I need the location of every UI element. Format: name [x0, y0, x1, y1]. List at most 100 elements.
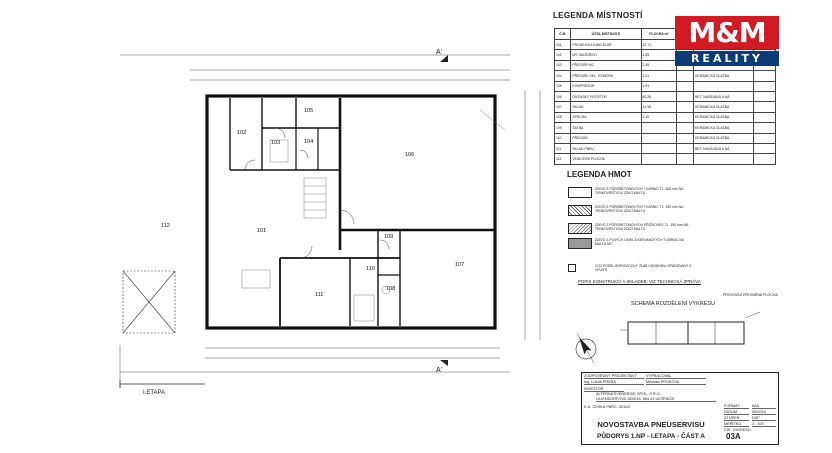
table-cell: WC MUŽI/ŽENY	[570, 49, 642, 61]
tb-meritko: 1 : 100	[752, 422, 776, 427]
table-cell	[676, 142, 695, 155]
table-cell: KERAMICKÁ DLAŽBA	[693, 101, 755, 113]
room-102: 102	[237, 130, 246, 136]
table-cell	[753, 70, 776, 82]
material-swatch	[568, 187, 592, 198]
table-cell	[693, 153, 755, 165]
legend-hmot-title: LEGENDA HMOT	[567, 170, 632, 179]
table-cell: 110	[553, 132, 572, 144]
table-cell: 80,28	[640, 90, 678, 103]
title-block: ZODPOVĚDNÝ PROJEKTANT VYPRACOVAL Ing. Lu…	[581, 372, 779, 445]
table-cell: SPRCHA	[570, 111, 642, 124]
table-cell: 2,40	[640, 111, 678, 124]
construction-note: POPIS KONSTRUKCÍ A SKLADEB: VIZ TECHNICK…	[578, 279, 701, 284]
room-111: 111	[315, 292, 323, 298]
table-cell	[640, 132, 678, 144]
table-cell	[693, 80, 755, 92]
table-cell: KERAMICKÁ DLAŽBA	[693, 132, 755, 144]
table-cell	[753, 153, 776, 165]
table-cell: SKLAD	[570, 101, 642, 113]
table-cell: PRODEJNÍ A KANCELÁŘ	[570, 38, 642, 51]
tb-datum: 05/2019	[752, 410, 776, 415]
material-swatch	[568, 223, 592, 234]
room-labels: 102 103 104 105 106 101 109 107 110 111 …	[161, 108, 464, 298]
table-cell	[676, 153, 695, 165]
table-cell: 107	[553, 101, 572, 113]
table-cell: 111	[553, 142, 572, 155]
room-104: 104	[304, 139, 313, 145]
table-cell: 106	[553, 90, 572, 103]
section-marker-bottom	[440, 360, 448, 366]
section-marker-top	[440, 55, 448, 62]
table-cell: 101	[553, 38, 572, 51]
table-header: PLOCHA m²	[640, 28, 678, 40]
legend-hmot-text: ZDIVO Z PÓROBETONOVÝCH TVÁRNIC TL. 150 m…	[595, 205, 684, 213]
room-103: 103	[271, 140, 280, 146]
table-cell	[640, 142, 678, 155]
table-cell: 105	[553, 80, 572, 92]
room-101: 101	[257, 228, 266, 234]
tb-ku: K.Ú. ČESKÁ PARC. 2210/2	[584, 405, 631, 409]
building-walls	[205, 94, 497, 330]
table-cell	[753, 80, 776, 92]
material-swatch	[568, 264, 576, 272]
table-cell	[676, 132, 695, 144]
room-110: 110	[366, 266, 375, 272]
schema-thumbnail	[620, 311, 761, 345]
legend-hmot-text: ZDIVO Z PÓROBETONOVÝCH PŘÍČKOVEK TL. 100…	[595, 223, 689, 231]
tb-stupen-label: STUPEŇ	[724, 416, 749, 421]
room-106: 106	[405, 152, 414, 158]
etapa-label: I.ETAPA	[143, 390, 165, 396]
etapa-line	[119, 380, 205, 388]
room-107: 107	[455, 262, 464, 268]
table-cell	[753, 132, 776, 144]
exterior-area	[122, 270, 176, 334]
tb-meritko-label: MĚŘÍTKO	[724, 422, 749, 427]
table-cell: BET. NASÁVAVÁ A NÁ	[693, 142, 755, 155]
tb-zodpovedny: ZODPOVĚDNÝ PROJEKTANT	[584, 374, 644, 379]
logo-bottom: REALITY	[675, 51, 779, 66]
table-cell: 31,98	[640, 101, 678, 113]
table-cell: 104	[553, 70, 572, 82]
room-105: 105	[304, 108, 313, 114]
room-109: 109	[384, 234, 393, 240]
schema-side-note: PROVOZNÍ ZPEVNĚNÁ PLOCHA	[723, 293, 778, 297]
legend-hmot-text: ZDIVO Z PLNÝCH CIHEL A KERAMICKÝCH TVÁRN…	[595, 238, 684, 246]
table-cell	[676, 101, 695, 113]
tb-sub-title: PŮDORYS 1.NP - I.ETAPA - ČÁST A	[597, 433, 705, 440]
logo-top: M&M	[675, 16, 779, 49]
tb-datum-label: DATUM	[724, 410, 749, 415]
section-label-top: A'	[436, 49, 442, 56]
table-cell: 4,65	[640, 49, 678, 61]
tb-format-label: FORMÁT	[724, 404, 749, 409]
table-cell	[753, 101, 776, 113]
material-swatch	[568, 205, 592, 216]
table-cell	[676, 90, 695, 103]
tb-name1: Ing. Luboš PRŮŠA	[584, 380, 644, 385]
tb-stupen: DSP	[752, 416, 776, 421]
table-cell	[676, 111, 695, 124]
table-cell: PŘEDSÍŇ, ÚKL. KOMORA	[570, 70, 642, 82]
table-cell: BET. NASÁVAVÁ A NÁ	[693, 90, 755, 103]
section-label-bottom: A'	[436, 367, 442, 374]
door-swings	[244, 127, 390, 259]
fixtures	[241, 109, 506, 322]
table-cell: 3,31	[640, 70, 678, 82]
legend-rooms-title: LEGENDA MÍSTNOSTÍ	[553, 11, 643, 20]
table-cell: KERAMICKÁ DLAŽBA	[693, 111, 755, 124]
tb-drawing-code: 03A	[726, 432, 741, 441]
table-cell	[676, 80, 695, 92]
table-cell	[753, 111, 776, 124]
table-cell: KERAMICKÁ DLAŽBA	[693, 122, 755, 134]
table-cell: 108	[553, 111, 572, 124]
table-header: Č.M.	[553, 28, 572, 40]
table-cell: PŘEDSÍŇ	[570, 132, 642, 144]
